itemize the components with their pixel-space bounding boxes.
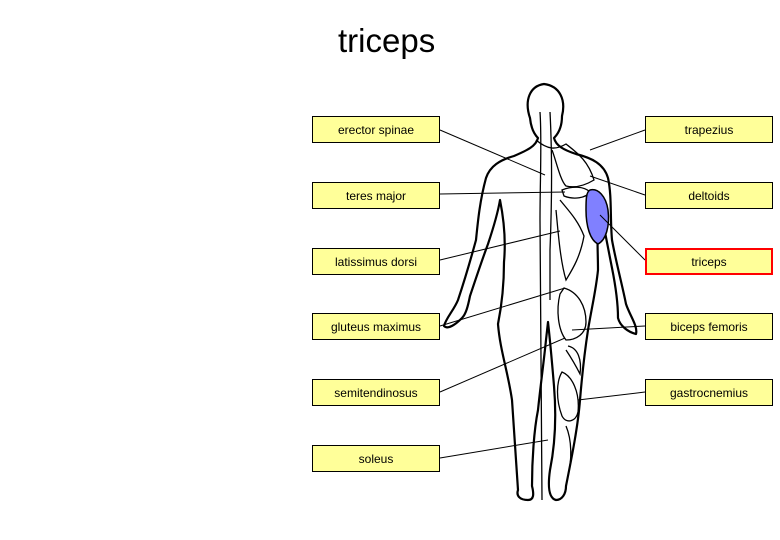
leader-semitendinosus: [439, 337, 566, 393]
label-semitendinosus[interactable]: semitendinosus: [312, 379, 440, 406]
label-erector-spinae[interactable]: erector spinae: [312, 116, 440, 143]
soleus-shape: [565, 425, 572, 477]
leader-teres-major: [439, 191, 566, 195]
label-biceps-femoris[interactable]: biceps femoris: [645, 313, 773, 340]
label-soleus[interactable]: soleus: [312, 445, 440, 472]
leader-trapezius: [589, 129, 646, 151]
teres-major-shape: [561, 186, 591, 199]
label-gluteus-maximus[interactable]: gluteus maximus: [312, 313, 440, 340]
leader-gluteus-maximus: [439, 287, 566, 327]
label-teres-major[interactable]: teres major: [312, 182, 440, 209]
leader-triceps: [599, 214, 646, 261]
leader-latissimus-dorsi: [439, 230, 561, 261]
triceps-highlight: [585, 188, 610, 245]
leader-deltoids: [589, 175, 646, 196]
label-trapezius[interactable]: trapezius: [645, 116, 773, 143]
leader-soleus: [439, 439, 549, 459]
label-latissimus-dorsi[interactable]: latissimus dorsi: [312, 248, 440, 275]
gluteus-shape: [557, 287, 587, 341]
biceps-femoris-shape: [565, 345, 582, 377]
leader-erector-spinae: [439, 129, 546, 176]
label-gastrocnemius[interactable]: gastrocnemius: [645, 379, 773, 406]
label-triceps[interactable]: triceps: [645, 248, 773, 275]
label-deltoids[interactable]: deltoids: [645, 182, 773, 209]
latissimus-shape: [555, 199, 585, 282]
leader-biceps-femoris: [571, 325, 646, 331]
page-title: triceps: [338, 22, 436, 59]
body-outline: [442, 82, 638, 502]
leader-gastrocnemius: [577, 391, 646, 401]
gastrocnemius-shape: [556, 371, 579, 422]
spine: [539, 111, 553, 501]
trapezius-shape: [535, 139, 595, 188]
